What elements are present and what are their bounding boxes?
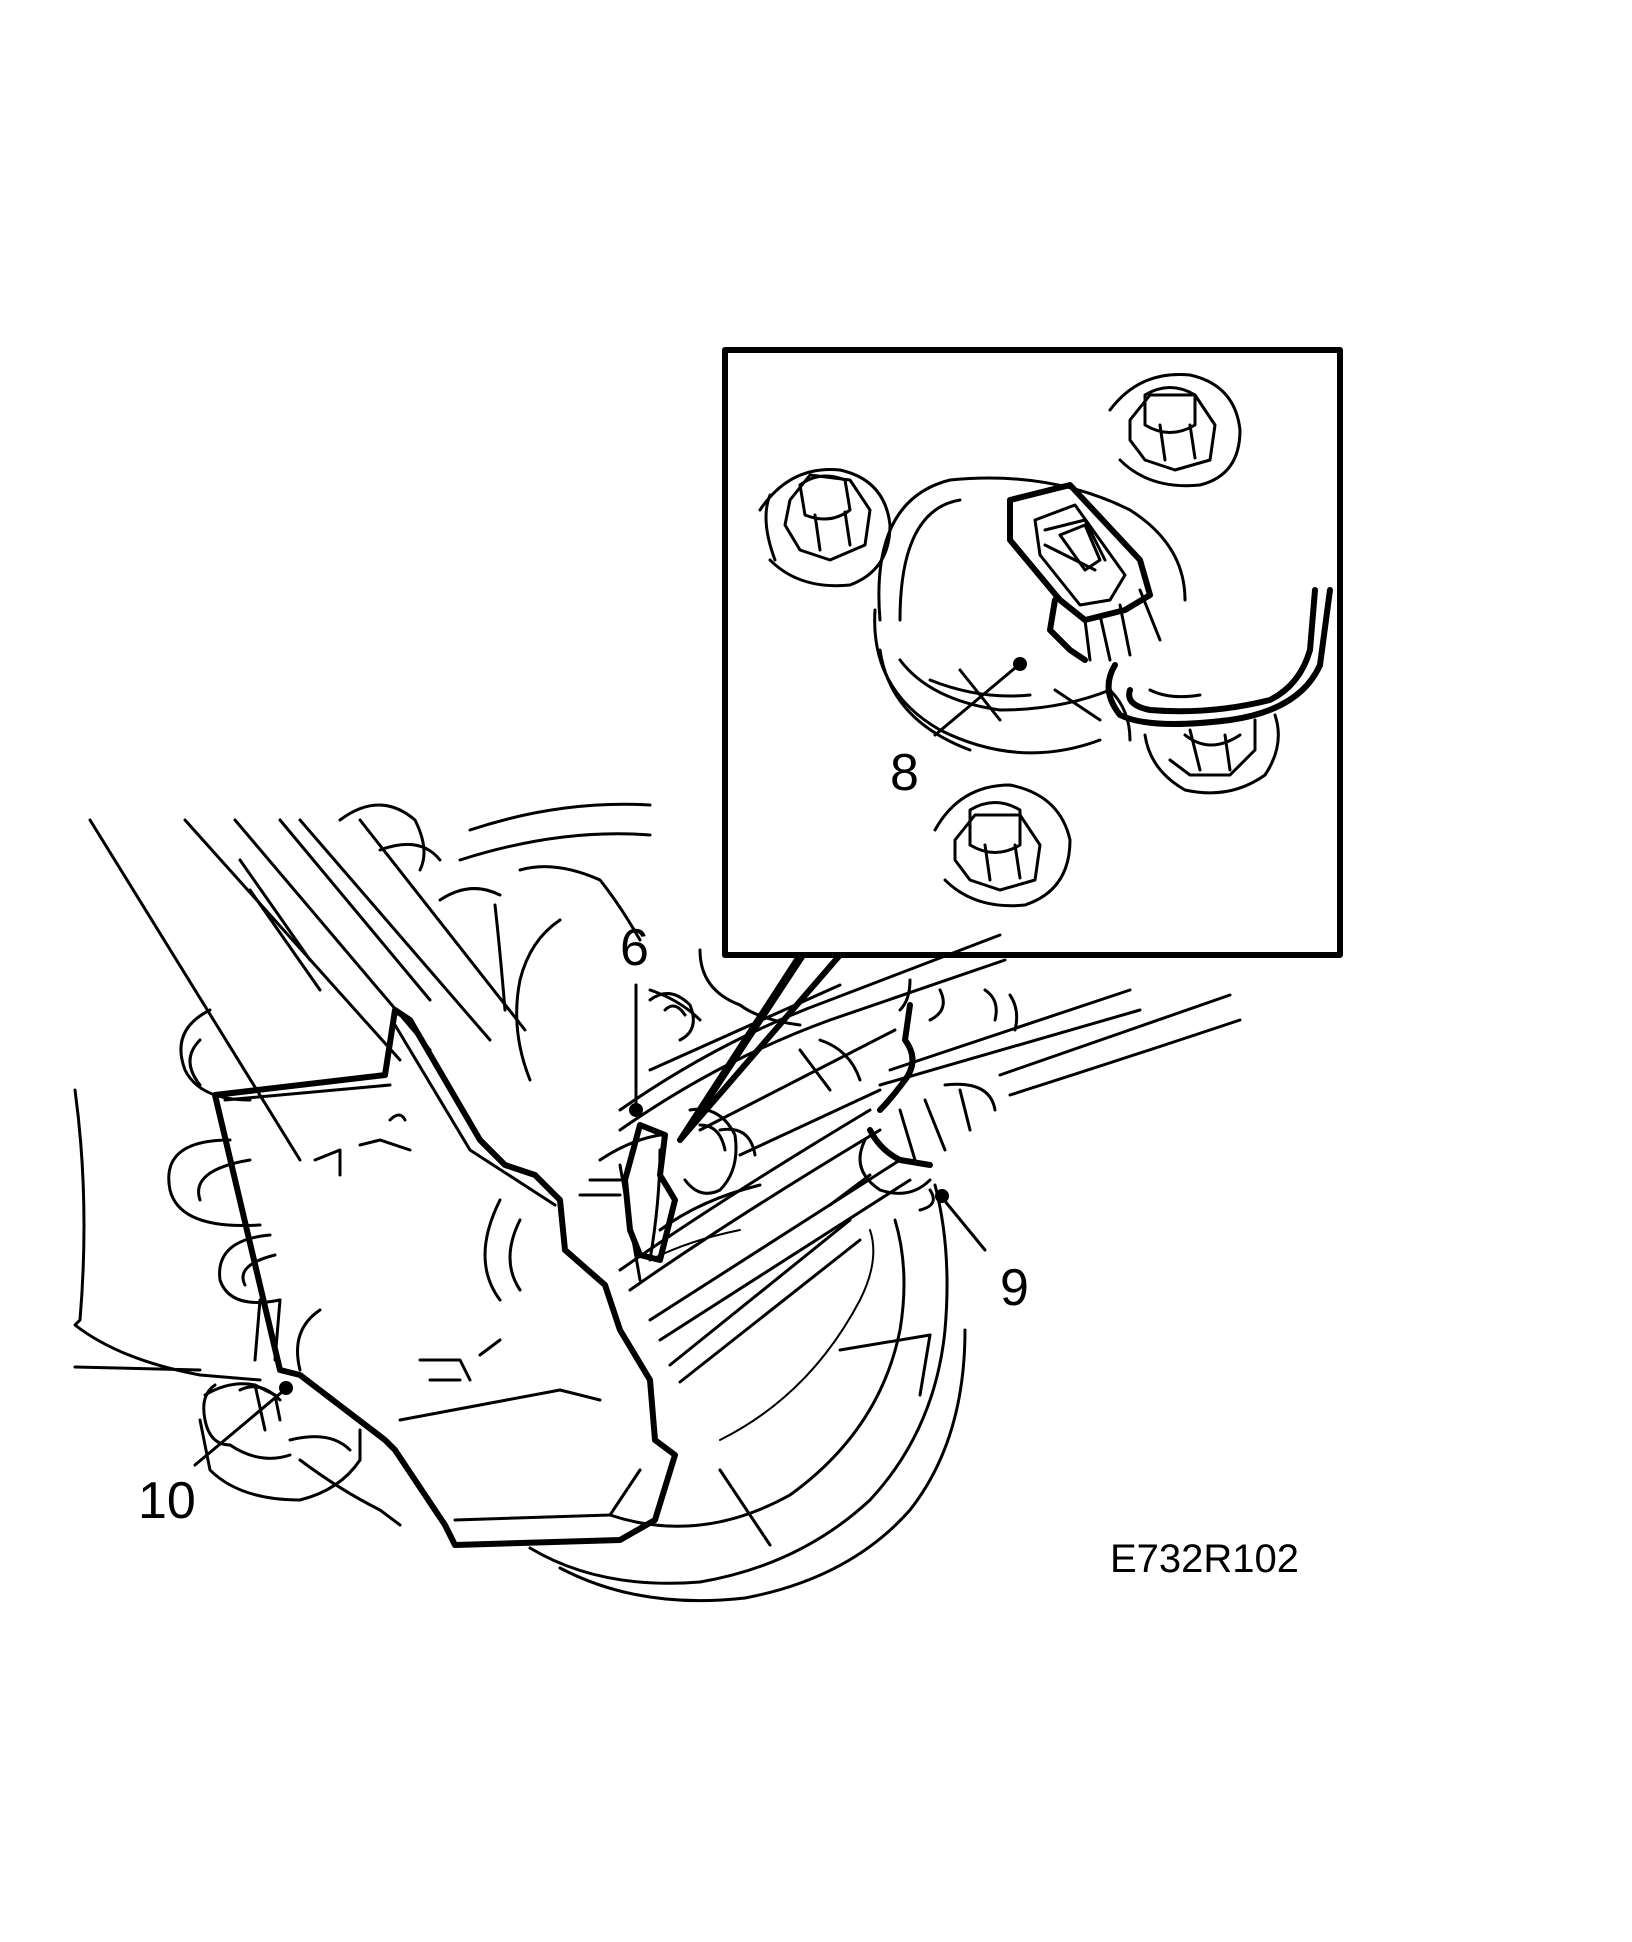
- callout-label-6: 6: [620, 919, 649, 977]
- nut-top-left: [758, 468, 892, 588]
- callout-9: 9: [935, 1189, 1029, 1317]
- figure-reference-code: E732R102: [1110, 1537, 1299, 1581]
- brake-lines: [598, 933, 1242, 1384]
- callout-10: 10: [138, 1381, 293, 1530]
- callout-6: 6: [620, 919, 649, 1117]
- nut-top-right: [1108, 372, 1242, 488]
- detail-inset: [677, 347, 1343, 1143]
- sensor-plug: [1007, 482, 1333, 727]
- trailing-arm: [88, 803, 527, 1162]
- inset-pointer: [677, 952, 843, 1143]
- sensor-housing: [873, 476, 1187, 755]
- mounting-nut: [648, 992, 695, 1042]
- heat-shield: [212, 1007, 678, 1548]
- callout-8: 8: [890, 657, 1027, 802]
- brake-disc: [528, 1183, 967, 1603]
- suspension-assembly-drawing: [73, 802, 1242, 1603]
- body-contour: [73, 1088, 402, 1527]
- callout-label-9: 9: [1000, 1259, 1029, 1317]
- inset-frame: [722, 347, 1343, 958]
- abs-sensor-bracket: [578, 1107, 757, 1263]
- nut-right: [1143, 713, 1280, 795]
- callout-label-8: 8: [890, 744, 919, 802]
- callout-label-10: 10: [138, 1472, 196, 1530]
- nut-bottom: [933, 783, 1072, 908]
- hose-connector: [828, 1002, 997, 1212]
